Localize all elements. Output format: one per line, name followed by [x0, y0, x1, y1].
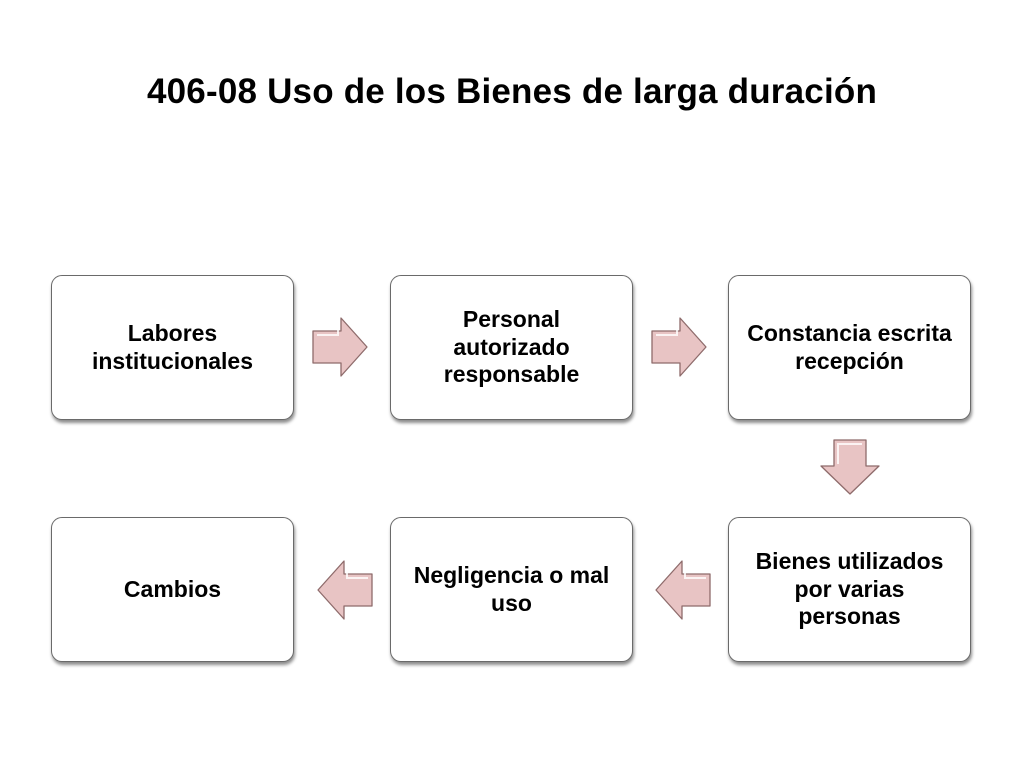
flow-node-negligencia: Negligencia o mal uso [390, 517, 633, 662]
flow-node-label: Negligencia o mal uso [413, 561, 610, 616]
flow-node-labores: Labores institucionales [51, 275, 294, 420]
flow-node-cambios: Cambios [51, 517, 294, 662]
flow-node-label: Constancia escrita recepción [747, 319, 952, 374]
flow-node-label: Labores institucionales [91, 319, 254, 374]
flow-node-constancia: Constancia escrita recepción [728, 275, 971, 420]
flow-node-bienes: Bienes utilizados por varias personas [728, 517, 971, 662]
flow-node-label: Bienes utilizados por varias personas [755, 548, 944, 630]
right-arrow-icon [311, 316, 369, 378]
slide-title: 406-08 Uso de los Bienes de larga duraci… [146, 72, 878, 111]
right-arrow-icon [650, 316, 708, 378]
flow-node-label: Personal autorizado responsable [443, 306, 580, 388]
left-arrow-icon [654, 559, 712, 621]
flow-node-label: Cambios [123, 575, 222, 602]
flow-node-personal: Personal autorizado responsable [390, 275, 633, 420]
left-arrow-icon [316, 559, 374, 621]
down-arrow-icon [819, 438, 881, 496]
